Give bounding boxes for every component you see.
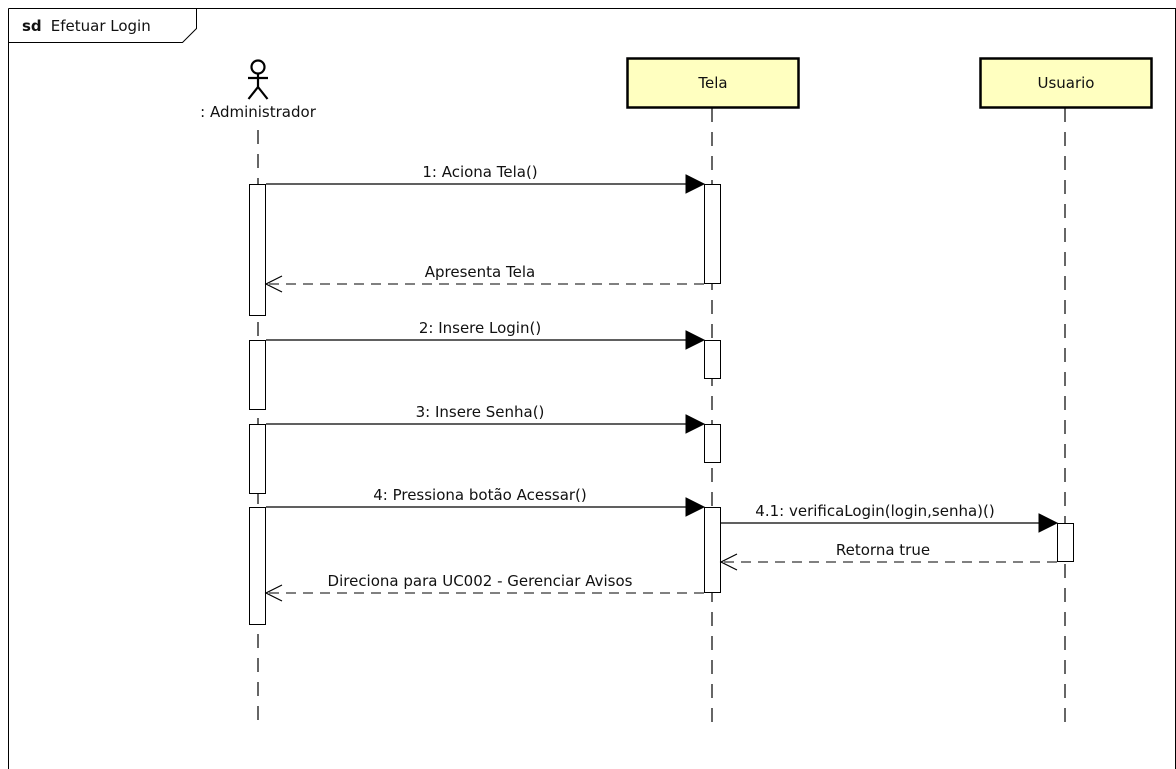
participant-tela[interactable]: Tela bbox=[626, 57, 800, 729]
activation-tela-4 bbox=[704, 507, 721, 593]
message-apresenta-tela[interactable]: Apresenta Tela bbox=[264, 263, 704, 293]
filled-arrowhead-icon bbox=[1038, 513, 1059, 533]
participant-label-tela: Tela bbox=[697, 74, 727, 92]
message-pressiona-botao-acessar[interactable]: 4: Pressiona botão Acessar() bbox=[266, 486, 706, 517]
filled-arrowhead-icon bbox=[685, 414, 706, 434]
open-arrowhead-icon bbox=[264, 584, 283, 602]
stick-figure-icon bbox=[247, 59, 269, 100]
participant-box-usuario bbox=[979, 57, 1153, 109]
message-label: 3: Insere Senha() bbox=[416, 403, 545, 421]
message-label: 2: Insere Login() bbox=[419, 319, 541, 337]
message-label: Direciona para UC002 - Gerenciar Avisos bbox=[328, 572, 633, 590]
open-arrowhead-icon bbox=[719, 553, 738, 571]
message-label: 4.1: verificaLogin(login,senha)() bbox=[755, 502, 994, 520]
frame-keyword: sd bbox=[22, 17, 42, 35]
frame-title: sd Efetuar Login bbox=[22, 16, 151, 35]
activation-administrador-4 bbox=[249, 507, 266, 625]
frame-name: Efetuar Login bbox=[51, 17, 151, 35]
activation-administrador-2 bbox=[249, 340, 266, 410]
activation-tela-2 bbox=[704, 340, 721, 379]
filled-arrowhead-icon bbox=[685, 174, 706, 194]
message-label: 1: Aciona Tela() bbox=[422, 163, 537, 181]
diagram-frame: sd Efetuar Login bbox=[8, 8, 1176, 769]
message-insere-login[interactable]: 2: Insere Login() bbox=[266, 319, 706, 350]
message-label: Retorna true bbox=[836, 541, 930, 559]
activation-tela-1 bbox=[704, 184, 721, 284]
open-arrowhead-icon bbox=[264, 275, 283, 293]
activation-administrador-1 bbox=[249, 184, 266, 316]
filled-arrowhead-icon bbox=[685, 497, 706, 517]
activation-usuario-1 bbox=[1057, 523, 1074, 562]
message-retorna-true[interactable]: Retorna true bbox=[719, 541, 1057, 571]
message-verifica-login[interactable]: 4.1: verificaLogin(login,senha)() bbox=[721, 502, 1059, 533]
participant-label-administrador: : Administrador bbox=[200, 103, 317, 121]
participant-box-tela bbox=[626, 57, 800, 109]
message-aciona-tela[interactable]: 1: Aciona Tela() bbox=[266, 163, 706, 194]
message-label: Apresenta Tela bbox=[425, 263, 535, 281]
activation-tela-3 bbox=[704, 424, 721, 463]
message-label: 4: Pressiona botão Acessar() bbox=[373, 486, 587, 504]
participant-label-usuario: Usuario bbox=[1037, 74, 1094, 92]
participant-usuario[interactable]: Usuario bbox=[979, 57, 1153, 729]
message-direciona-uc002[interactable]: Direciona para UC002 - Gerenciar Avisos bbox=[264, 572, 704, 602]
activation-administrador-3 bbox=[249, 424, 266, 494]
filled-arrowhead-icon bbox=[685, 330, 706, 350]
message-insere-senha[interactable]: 3: Insere Senha() bbox=[266, 403, 706, 434]
